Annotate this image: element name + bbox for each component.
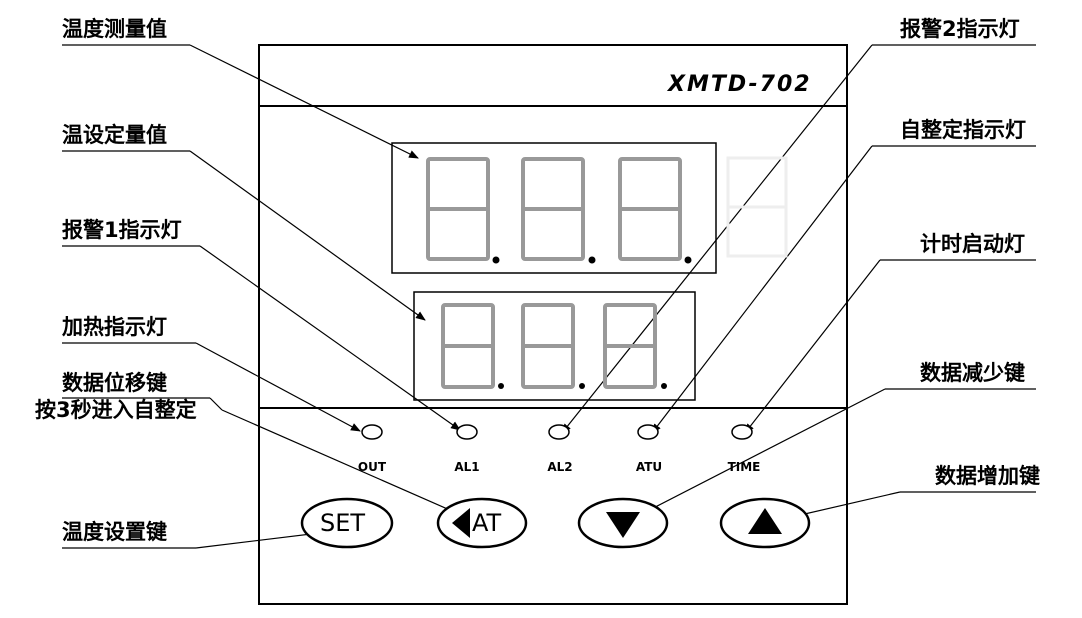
label-time-light: 计时启动灯 xyxy=(920,232,1025,256)
indicator-label-al1: AL1 xyxy=(454,460,480,474)
sv-display-frame xyxy=(413,291,696,401)
label-set-key: 温度设置键 xyxy=(62,520,167,544)
label-shift-key: 数据位移键 xyxy=(62,371,167,395)
down-triangle-icon xyxy=(606,512,640,538)
label-shift-key-hint: 按3秒进入自整定 xyxy=(35,398,197,422)
up-triangle-icon xyxy=(748,508,782,534)
label-up-key: 数据增加键 xyxy=(935,464,1040,488)
label-down-key: 数据减少键 xyxy=(920,361,1025,385)
model-name: XMTD-702 xyxy=(668,72,812,97)
led-circle-icon xyxy=(731,424,753,440)
set-key-label[interactable]: SET xyxy=(320,509,366,537)
label-pv-display: 温度测量值 xyxy=(62,17,167,41)
sv-digit-1 xyxy=(441,303,495,389)
label-sv-display: 温设定量值 xyxy=(62,123,167,147)
led-circle-icon xyxy=(361,424,383,440)
label-al2-light: 报警2指示灯 xyxy=(900,17,1020,41)
led-circle-icon xyxy=(548,424,570,440)
indicator-label-atu: ATU xyxy=(635,460,663,474)
indicator-label-al2: AL2 xyxy=(547,460,573,474)
led-circle-icon xyxy=(637,424,659,440)
indicator-leds xyxy=(361,424,753,440)
controller-panel xyxy=(258,44,848,605)
pv-digit-3 xyxy=(618,157,682,261)
sv-digits xyxy=(441,303,657,389)
left-label-underlines xyxy=(62,44,210,549)
label-atu-light: 自整定指示灯 xyxy=(900,118,1026,142)
right-label-underlines xyxy=(872,44,1036,493)
sv-digit-2 xyxy=(521,303,575,389)
pv-digits xyxy=(426,157,682,261)
left-triangle-icon xyxy=(452,508,470,538)
led-circle-icon xyxy=(456,424,478,440)
label-al1-light: 报警1指示灯 xyxy=(62,218,182,242)
label-out-light: 加热指示灯 xyxy=(62,315,167,339)
at-key-label[interactable]: AT xyxy=(472,509,502,537)
pv-digit-1 xyxy=(426,157,490,261)
pv-decimal-points xyxy=(492,256,692,264)
pv-digit-2 xyxy=(521,157,585,261)
header-divider xyxy=(258,105,848,107)
pv-display-frame xyxy=(391,142,717,274)
sv-decimal-points xyxy=(498,383,667,389)
indicator-label-time: TIME xyxy=(727,460,761,474)
ghost-digit xyxy=(726,156,788,258)
indicator-label-out: OUT xyxy=(357,460,387,474)
sv-digit-3 xyxy=(603,303,657,389)
display-divider xyxy=(258,407,848,409)
